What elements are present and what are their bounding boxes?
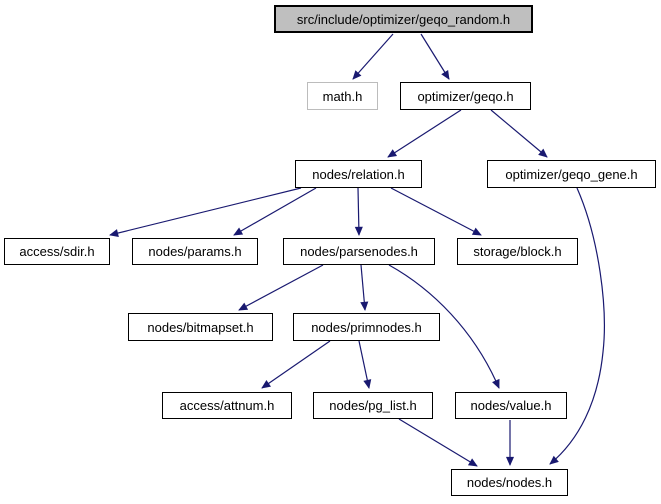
node-nodes-nodes[interactable]: nodes/nodes.h bbox=[451, 469, 568, 496]
edge-geqo_random-math bbox=[352, 33, 394, 80]
node-nodes-primnodes[interactable]: nodes/primnodes.h bbox=[293, 313, 440, 341]
node-optimizer-geqo[interactable]: optimizer/geqo.h bbox=[400, 82, 531, 110]
edge-parsenodes-primnodes bbox=[360, 264, 369, 311]
node-nodes-parsenodes[interactable]: nodes/parsenodes.h bbox=[283, 238, 435, 265]
edge-relation-params bbox=[233, 187, 317, 236]
node-storage-block[interactable]: storage/block.h bbox=[457, 238, 578, 265]
edge-parsenodes-value bbox=[388, 264, 500, 389]
edge-relation-block bbox=[390, 187, 482, 236]
edge-relation-parsenodes bbox=[354, 187, 363, 236]
node-nodes-bitmapset[interactable]: nodes/bitmapset.h bbox=[128, 313, 273, 341]
node-math: math.h bbox=[307, 82, 378, 110]
node-nodes-relation[interactable]: nodes/relation.h bbox=[295, 160, 422, 188]
node-geqo-random-root: src/include/optimizer/geqo_random.h bbox=[274, 5, 533, 33]
edge-geqo_random-geqo bbox=[420, 33, 450, 80]
node-nodes-pg-list[interactable]: nodes/pg_list.h bbox=[313, 392, 433, 419]
edge-geqo-relation bbox=[387, 109, 462, 158]
edge-primnodes-pg_list bbox=[358, 340, 372, 389]
node-nodes-value[interactable]: nodes/value.h bbox=[455, 392, 567, 419]
edge-parsenodes-bitmapset bbox=[238, 264, 324, 311]
edge-relation-sdir bbox=[109, 187, 302, 237]
node-access-sdir[interactable]: access/sdir.h bbox=[4, 238, 110, 265]
node-access-attnum[interactable]: access/attnum.h bbox=[162, 392, 292, 419]
edge-pg_list-nodes bbox=[398, 418, 478, 467]
node-optimizer-geqo-gene[interactable]: optimizer/geqo_gene.h bbox=[487, 160, 656, 188]
edge-geqo_gene-nodes bbox=[549, 187, 605, 465]
node-nodes-params[interactable]: nodes/params.h bbox=[132, 238, 258, 265]
edge-primnodes-attnum bbox=[261, 340, 331, 389]
edge-geqo-geqo_gene bbox=[490, 109, 548, 158]
